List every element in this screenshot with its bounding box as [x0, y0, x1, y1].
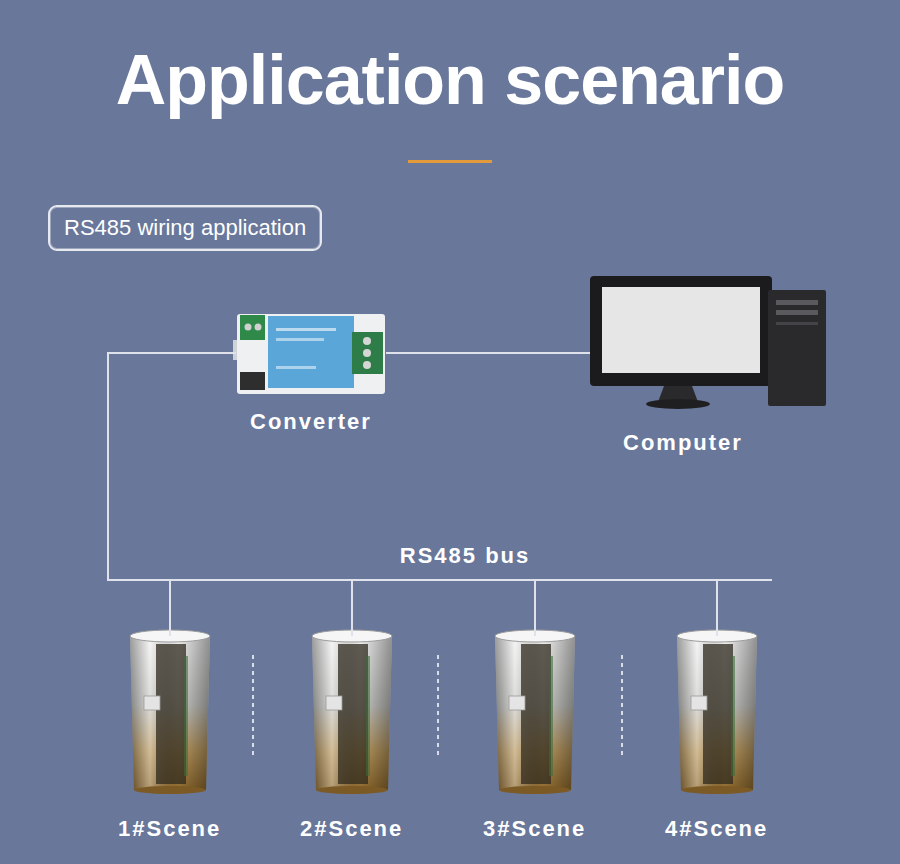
scene-node: 3#Scene [465, 636, 605, 846]
device-label: Computer [623, 430, 743, 456]
computer-icon [590, 276, 826, 409]
device-label: 4#Scene [665, 816, 768, 842]
scene-node: 2#Scene [282, 636, 422, 846]
sensor-cups [130, 630, 757, 794]
bus-stub [717, 579, 772, 581]
converter-node: Converter [236, 305, 386, 440]
bus-wire [108, 353, 717, 636]
device-label: 2#Scene [300, 816, 403, 842]
scene-node: 1#Scene [100, 636, 240, 846]
device-label: 3#Scene [483, 816, 586, 842]
accent-line [408, 160, 492, 163]
bus-wire [108, 353, 236, 636]
device-label: Converter [250, 409, 372, 435]
divider-lines [253, 655, 622, 755]
bus-wire [108, 353, 352, 636]
scene-node: 4#Scene [647, 636, 787, 846]
tag-text: RS485 wiring application [64, 215, 306, 241]
converter-device [233, 314, 385, 394]
device-label: 1#Scene [118, 816, 221, 842]
page-title: Application scenario [0, 40, 900, 120]
bus-label: RS485 bus [394, 543, 537, 569]
computer-node: Computer [590, 270, 830, 462]
link-wire [386, 352, 590, 354]
tag-box: RS485 wiring application [48, 205, 322, 251]
bus-wire [108, 353, 535, 636]
